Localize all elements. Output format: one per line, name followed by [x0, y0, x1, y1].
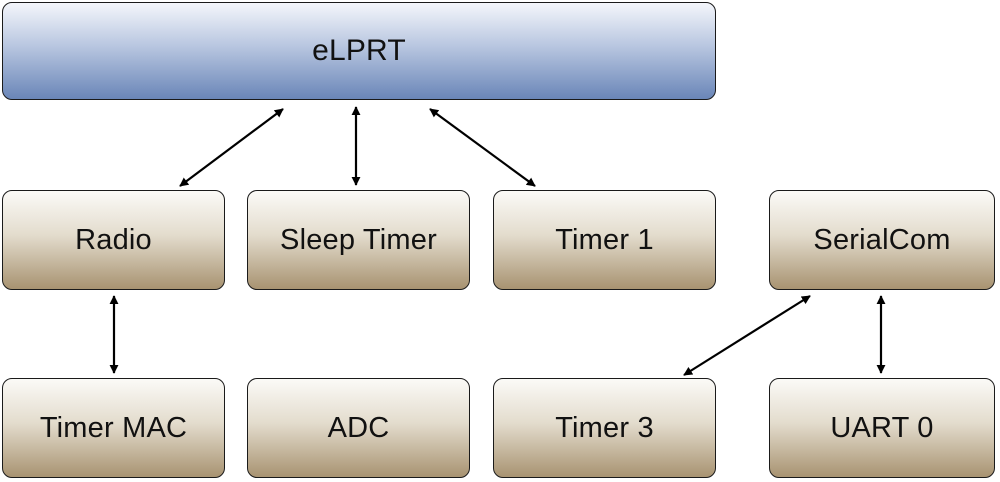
node-timer1-label: Timer 1 [555, 223, 654, 256]
node-adc: ADC [247, 378, 470, 478]
arrow-serialcom-timer3 [683, 295, 811, 376]
node-radio-label: Radio [75, 223, 152, 256]
node-serialcom: SerialCom [769, 190, 995, 290]
arrow-elprt-timer1 [429, 108, 536, 187]
node-timer3: Timer 3 [493, 378, 716, 478]
node-timer3-label: Timer 3 [555, 411, 654, 444]
arrow-elprt-radio [179, 108, 284, 187]
node-timer1: Timer 1 [493, 190, 716, 290]
node-uart0: UART 0 [769, 378, 995, 478]
node-timer-mac: Timer MAC [2, 378, 225, 478]
node-sleep-timer-label: Sleep Timer [280, 223, 437, 256]
node-radio: Radio [2, 190, 225, 290]
node-sleep-timer: Sleep Timer [247, 190, 470, 290]
node-serialcom-label: SerialCom [813, 223, 951, 256]
node-elprt: eLPRT [2, 2, 716, 100]
node-adc-label: ADC [327, 411, 390, 444]
node-elprt-label: eLPRT [312, 34, 406, 67]
node-uart0-label: UART 0 [830, 411, 934, 444]
node-timer-mac-label: Timer MAC [39, 411, 188, 444]
